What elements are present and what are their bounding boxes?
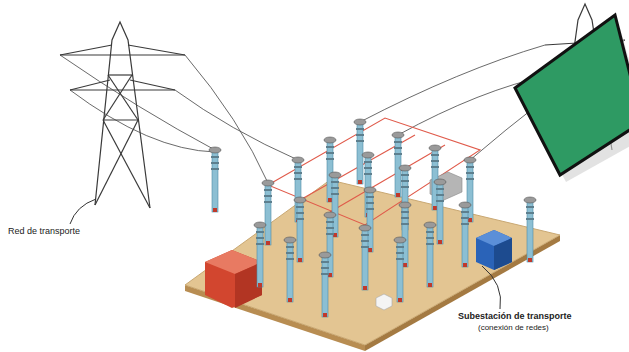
label-holder: (conexión de redes): [478, 323, 549, 332]
green-panel: [515, 15, 629, 175]
caption-label: Subestación de transporte: [458, 311, 572, 321]
label-holder: Red de transporte: [8, 226, 80, 236]
lattice-tower: [60, 22, 185, 208]
leader-line: [70, 199, 96, 224]
leader-line: [482, 266, 501, 309]
caption-label: (conexión de redes): [478, 323, 549, 332]
label-holder: Subestación de transporte: [458, 311, 572, 321]
caption-label: Red de transporte: [8, 226, 80, 236]
